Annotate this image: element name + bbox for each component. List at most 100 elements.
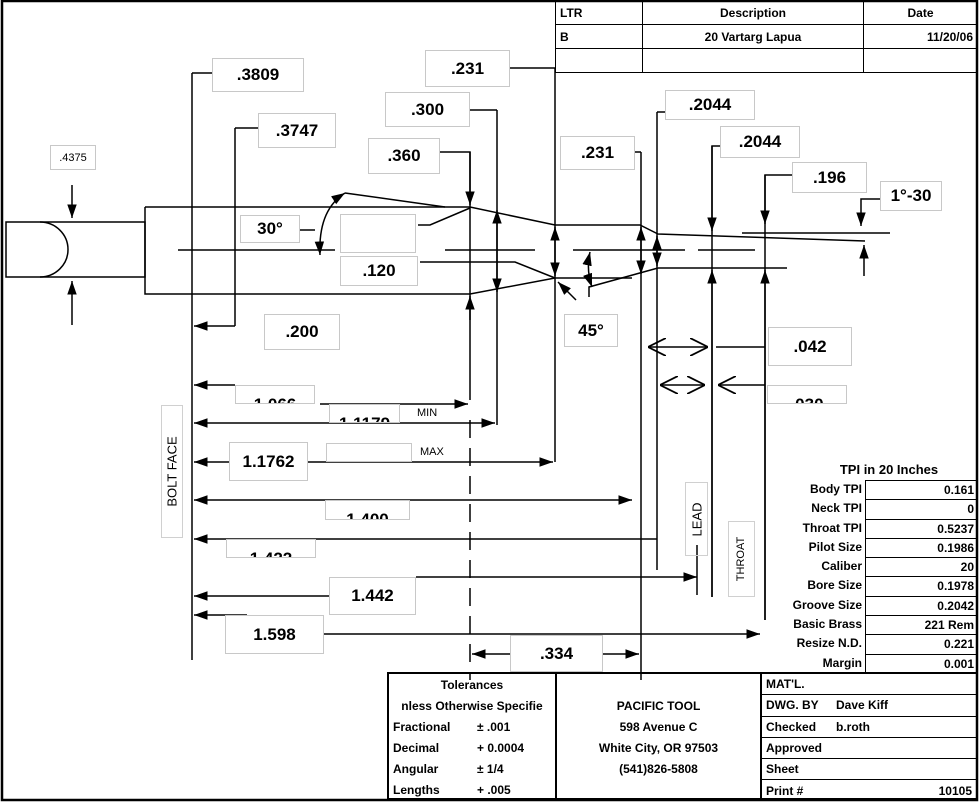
print-label: Print # [766, 784, 804, 799]
dim-030: .030 [767, 385, 847, 404]
checked-label: Checked [766, 719, 817, 734]
max-label: MAX [420, 446, 444, 458]
tpi-value: 221 Rem [865, 615, 978, 635]
revision-date: 11/20/06 [863, 24, 978, 49]
header-ltr: LTR [555, 0, 643, 25]
tolerance-label: Lengths [393, 782, 440, 797]
tpi-label: Groove Size [792, 597, 862, 612]
company-phone: (541)826-5808 [619, 761, 698, 776]
tolerance-row: Lengths + .005 [389, 779, 555, 800]
lead-label: LEAD [685, 482, 708, 556]
tolerance-value: ± .001 [477, 719, 511, 734]
tpi-title: TPI in 20 Inches [839, 462, 939, 477]
dim-360: .360 [368, 138, 440, 174]
tpi-value: 0.1986 [865, 537, 978, 558]
dim-120: .120 [340, 256, 418, 286]
dim-2044-b: .2044 [720, 126, 800, 158]
revision-table: LTR Description Date B 20 Vartarg Lapua … [555, 0, 978, 73]
bolt-face-label: BOLT FACE [161, 405, 183, 538]
throat-text: THROAT [735, 536, 748, 582]
dim-3747: .3747 [258, 113, 336, 148]
revision-description: 20 Vartarg Lapua [642, 24, 864, 49]
tpi-label: Resize N.D. [796, 636, 862, 651]
checked-value: b.roth [836, 719, 870, 734]
drawn-by-row: DWG. BY Dave Kiff [762, 695, 976, 717]
shank-outline [5, 221, 146, 278]
revision-row [555, 48, 978, 73]
tpi-value: 0.5237 [865, 518, 978, 538]
len-334: .334 [510, 635, 603, 672]
drawn-by-value: Dave Kiff [836, 698, 889, 713]
company-address2: White City, OR 97503 [598, 740, 719, 755]
len-1442: 1.442 [329, 577, 416, 615]
dim-196: .196 [792, 162, 867, 193]
header-date: Date [863, 0, 978, 25]
tpi-value: 0.001 [865, 653, 978, 673]
tpi-value: 0.161 [865, 480, 978, 500]
blank-box [340, 214, 416, 253]
dim-042: .042 [768, 327, 852, 366]
tpi-label: Neck TPI [811, 501, 862, 516]
tpi-value: 20 [865, 557, 978, 577]
revision-ltr: B [555, 24, 643, 49]
extension-lines [191, 68, 766, 680]
print-row: Print #10105 [762, 780, 976, 801]
leader-lines [67, 67, 880, 620]
throat-label: THROAT [728, 521, 755, 597]
tolerance-label: Angular [393, 761, 439, 776]
dim-2044-a: .2044 [665, 90, 755, 120]
len-1598: 1.598 [225, 615, 324, 654]
tolerance-value: + 0.0004 [477, 740, 525, 755]
tpi-label: Pilot Size [808, 539, 862, 554]
tpi-label: Basic Brass [793, 617, 862, 632]
dim-4375: .4375 [50, 145, 96, 170]
min-label: MIN [417, 407, 438, 419]
revision-row: B 20 Vartarg Lapua 11/20/06 [555, 24, 978, 49]
len-1066: 1.066 [235, 385, 315, 404]
dim-3809: .3809 [212, 58, 304, 92]
tolerance-row: Fractional± .001 [389, 716, 555, 737]
tpi-value: 0.221 [865, 634, 978, 654]
tolerance-value: + .005 [477, 782, 511, 797]
blank-box [326, 443, 412, 462]
tolerance-row: Angular ± 1/4 [389, 758, 555, 779]
len-11179: 1.1179 [329, 404, 400, 423]
tolerances-subtitle: nless Otherwise Specifie [401, 698, 543, 713]
dim-200: .200 [264, 314, 340, 350]
company-block: PACIFIC TOOL 598 Avenue C White City, OR… [555, 672, 762, 800]
bolt-face-text: BOLT FACE [164, 436, 180, 507]
dim-300: .300 [385, 92, 470, 127]
angle-30: 30° [240, 215, 300, 243]
tolerances-block: Tolerances nless Otherwise Specifie Frac… [387, 672, 557, 800]
tpi-value: 0.2042 [865, 595, 978, 616]
tpi-label: Margin [822, 655, 862, 670]
tpi-label: Body TPI [809, 482, 862, 496]
tpi-value: 0.1978 [865, 576, 978, 596]
tpi-label: Bore Size [807, 578, 862, 593]
sheet: Sheet [762, 759, 976, 781]
angle-45: 45° [564, 314, 618, 347]
checked-row: Checked b.roth [762, 717, 976, 738]
tolerance-value: ± 1/4 [477, 761, 504, 776]
tolerances-title: Tolerances [440, 677, 504, 692]
tolerance-row: Decimal+ 0.0004 [389, 737, 555, 758]
revision-date [863, 48, 978, 73]
len-11762: 1.1762 [229, 442, 308, 481]
revision-description [642, 48, 864, 73]
approved: Approved [762, 738, 976, 760]
revision-ltr [555, 48, 643, 73]
tpi-row: Resize N.D.0.221 [770, 634, 978, 654]
tpi-value: 0 [865, 499, 978, 519]
company-address1: 598 Avenue C [619, 719, 698, 734]
drawn-by-label: DWG. BY [766, 698, 819, 713]
header-description: Description [642, 0, 864, 25]
lead-text: LEAD [689, 502, 704, 536]
